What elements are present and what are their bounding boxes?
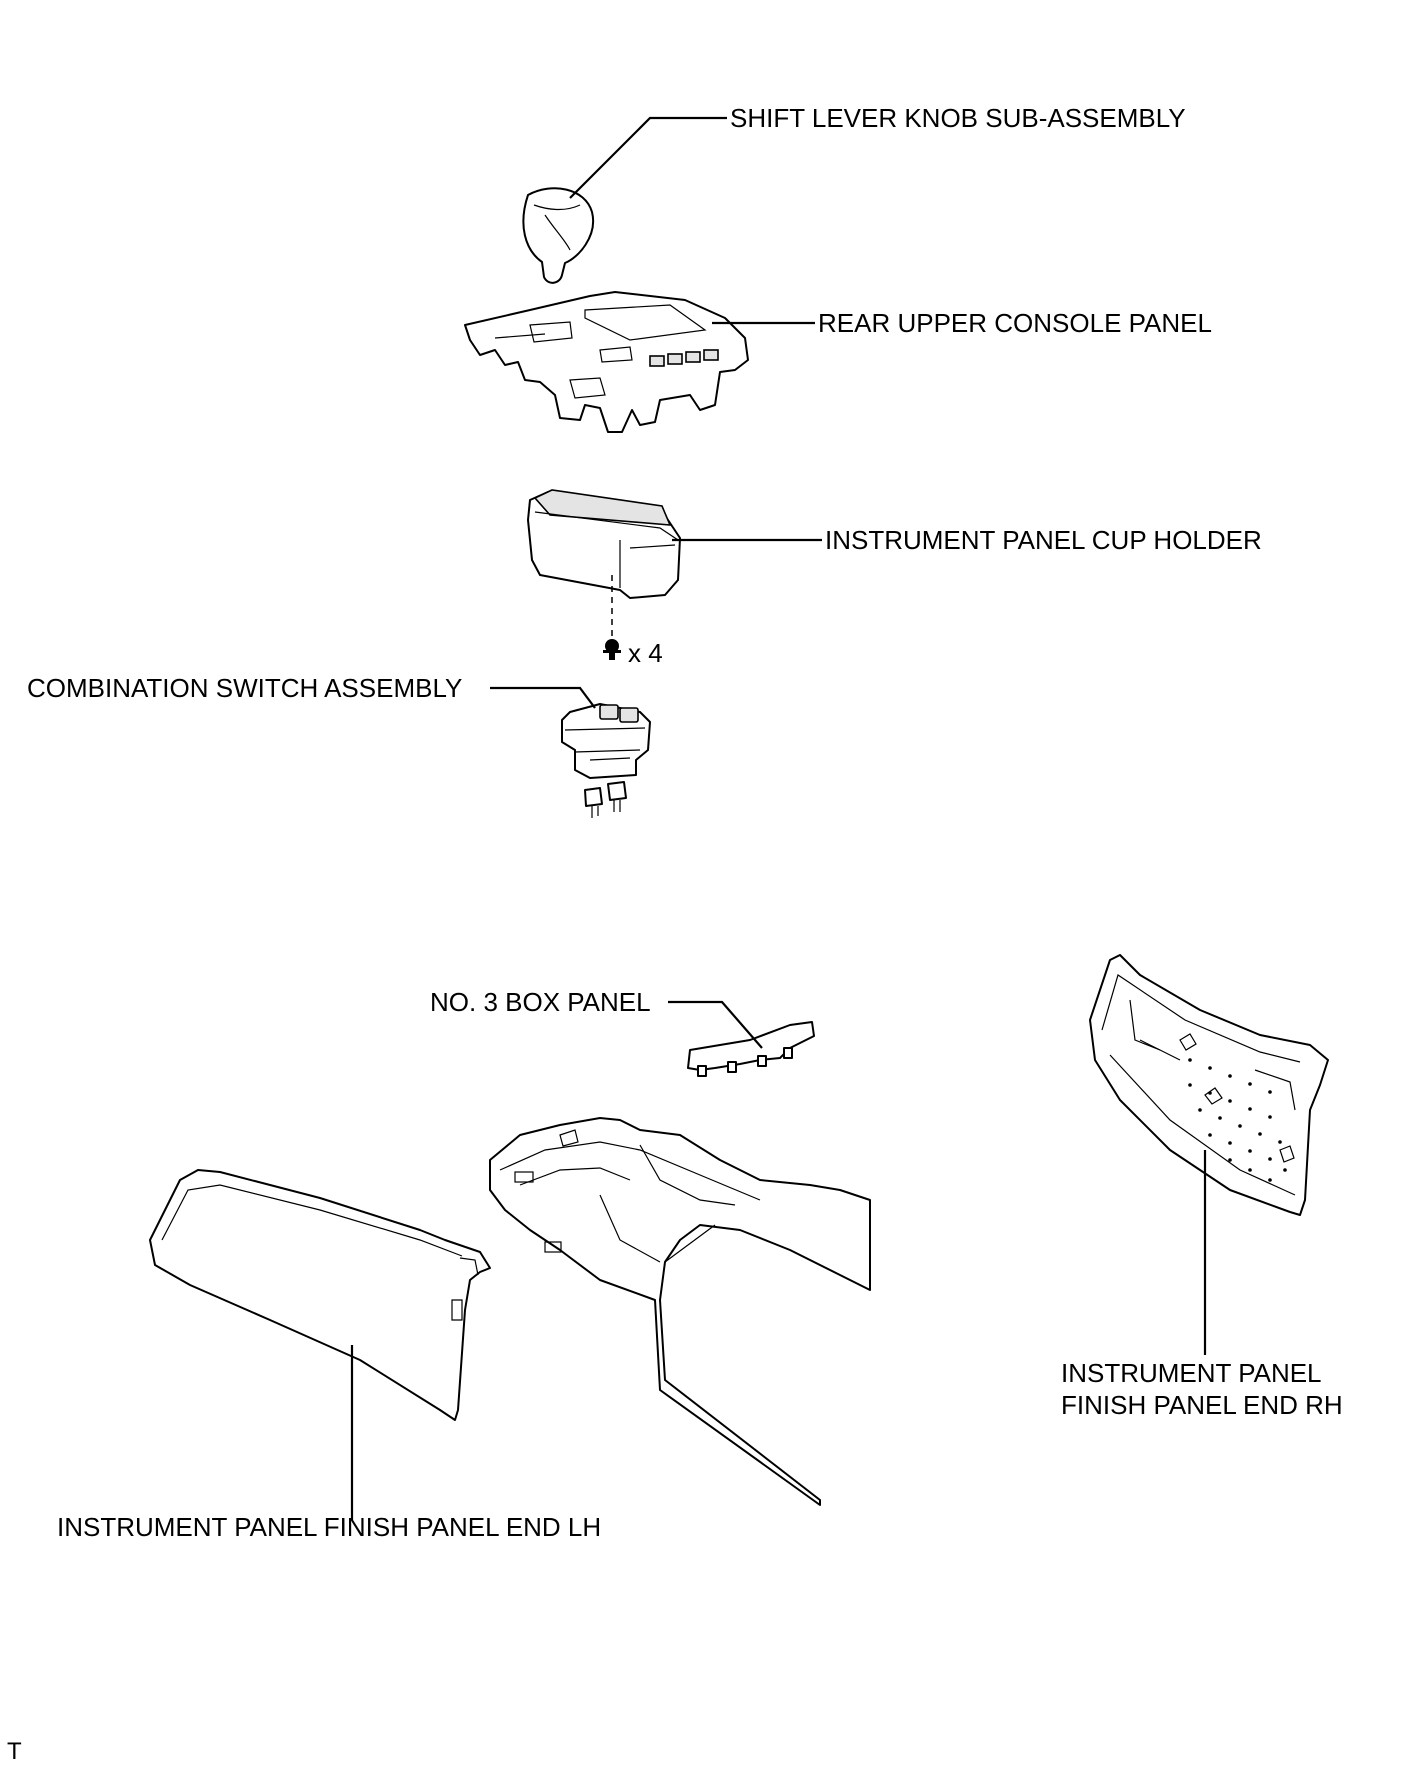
combination-switch-drawing <box>561 703 651 818</box>
no3-box-panel-drawing <box>687 1021 815 1077</box>
screw-icon <box>603 639 621 660</box>
label-screw-count: x 4 <box>628 638 663 668</box>
rear-upper-console-panel-drawing <box>464 291 749 433</box>
corner-mark: T <box>7 1738 22 1765</box>
label-rear-upper-console-panel: REAR UPPER CONSOLE PANEL <box>818 308 1212 338</box>
finish-panel-rh-drawing <box>1089 954 1329 1216</box>
label-shift-lever-knob: SHIFT LEVER KNOB SUB-ASSEMBLY <box>730 103 1186 133</box>
label-cup-holder: INSTRUMENT PANEL CUP HOLDER <box>825 525 1262 555</box>
leader-no3-box-panel <box>668 1000 763 1049</box>
label-finish-panel-lh: INSTRUMENT PANEL FINISH PANEL END LH <box>57 1512 602 1542</box>
leader-shift-knob <box>569 116 727 199</box>
label-no3-box-panel: NO. 3 BOX PANEL <box>430 987 651 1017</box>
label-finish-panel-rh-line2: FINISH PANEL END RH <box>1061 1390 1343 1420</box>
label-combination-switch: COMBINATION SWITCH ASSEMBLY <box>27 673 463 703</box>
cup-holder-drawing <box>527 489 681 599</box>
label-finish-panel-rh-line1: INSTRUMENT PANEL <box>1061 1358 1322 1388</box>
leader-combination-switch <box>490 686 596 709</box>
center-console-body-drawing <box>489 1117 871 1506</box>
finish-panel-lh-drawing <box>149 1169 491 1421</box>
shift-lever-knob-drawing <box>522 187 595 284</box>
